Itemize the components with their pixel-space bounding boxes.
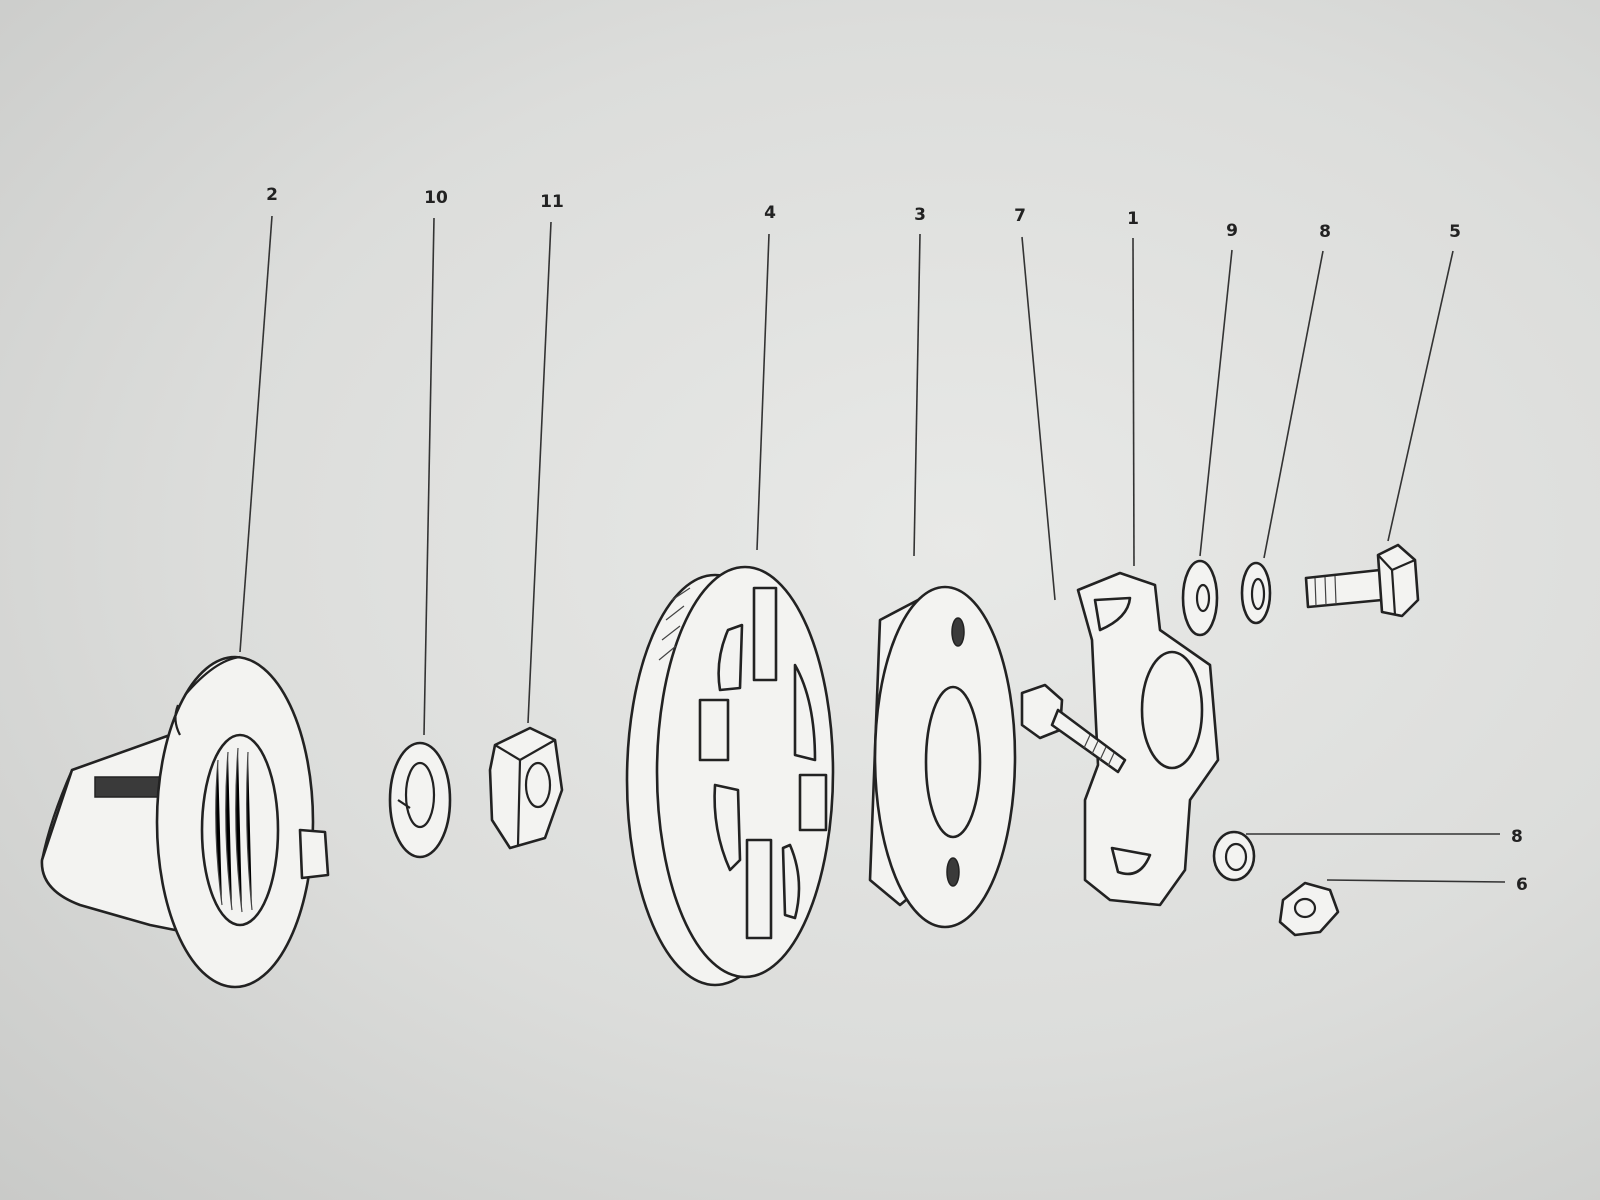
washer-9-outer [1181,559,1219,637]
leader-line-7 [1021,236,1056,601]
bracket-1-bore [1140,650,1204,770]
callout-label-5: 5 [1449,222,1461,242]
plate-3-bolt-hole-top [951,617,965,647]
leader-line-3 [913,233,921,557]
callout-label-9: 9 [1226,221,1238,241]
circlip-8-inner [1224,842,1248,872]
washer-10-outer [388,741,452,859]
washer-9-hole [1195,583,1211,613]
nut-6-hole [1293,897,1317,919]
callout-label-8-side: 8 [1511,827,1523,847]
nut-11-hole [524,761,552,809]
disc-slot-7 [713,783,742,872]
leader-line-8-top [1263,250,1324,559]
callout-label-1: 1 [1127,209,1139,229]
leader-line-1 [1132,237,1135,567]
disc-slot-5 [717,623,744,692]
part-11-hex-nut [488,726,564,850]
part-2-cone-hub [40,655,330,989]
disc-slot-8 [781,843,801,920]
washer-8-inner [1250,577,1266,611]
part-4-slotted-disc [625,565,835,987]
bolt-5-facets [1377,554,1416,616]
washer-10-split [397,799,411,809]
part-6-hex-nut [1278,881,1340,937]
part-10-split-washer [388,741,452,859]
flange-rim [184,655,241,696]
callout-label-6: 6 [1516,875,1528,895]
flange-lug [298,828,330,880]
callout-label-3: 3 [914,205,926,225]
leader-line-10 [423,217,435,736]
callout-label-11: 11 [540,192,564,212]
callout-label-2: 2 [266,185,278,205]
bore-threads [215,747,253,913]
bolt-5-shank [1304,568,1384,609]
bolt-7-thread [1083,734,1115,767]
callout-label-10: 10 [424,188,448,208]
nut-6-body [1278,881,1340,937]
cone-edge [40,769,74,861]
cone-slot [94,776,166,798]
part-3-flange-plate [868,585,1017,929]
part-5-hex-bolt [1304,543,1420,618]
bracket-1-slot-top [1093,596,1132,632]
nut-11-facets [494,739,556,846]
part-1-clamp-bracket [1076,571,1220,907]
bolt-5-thread [1314,575,1337,607]
disc-slot-1 [752,586,778,682]
disc-slot-4 [745,838,773,940]
disc-4-knurl [658,587,691,661]
flange-rim-edge [174,704,181,736]
callout-label-7: 7 [1014,206,1026,226]
leader-line-4 [756,233,770,551]
bolt-7-shank [1050,708,1127,774]
washer-10-inner [404,761,436,829]
plate-3-center-hole [924,685,982,839]
leader-line-11 [527,221,552,724]
part-7-bolt [1020,683,1127,774]
bracket-1-slot-bottom [1110,846,1152,876]
part-8-spring-washer-top [1240,561,1272,625]
bolt-5-head [1376,543,1420,618]
callout-label-4: 4 [764,203,776,223]
leader-line-2 [239,215,273,653]
disc-slot-2 [698,698,730,762]
disc-slot-6 [793,663,817,762]
circlip-8-outer [1212,830,1256,882]
washer-8-outer [1240,561,1272,625]
disc-slot-3 [798,773,828,832]
callout-label-8-top: 8 [1319,222,1331,242]
leader-line-6 [1326,879,1506,883]
plate-3-bolt-hole-bottom [946,857,960,887]
part-9-flat-washer [1181,559,1219,637]
part-8-circlip-side [1212,830,1256,882]
leader-line-9 [1199,249,1233,557]
leader-line-5 [1387,250,1454,542]
disc-4-face [655,565,835,979]
